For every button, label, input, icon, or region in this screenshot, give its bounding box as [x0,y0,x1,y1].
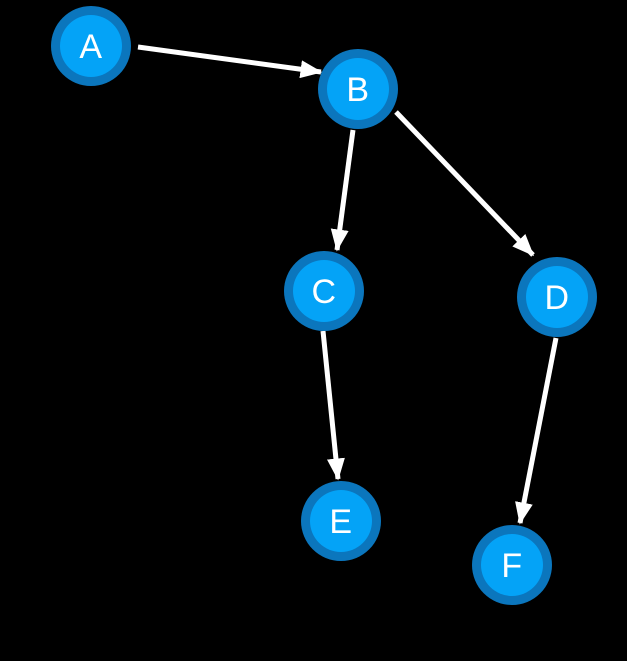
node-e[interactable]: E [301,481,381,561]
node-b-core [327,58,389,120]
node-c-label: C [311,273,336,311]
node-d-label: D [544,279,569,317]
node-d[interactable]: D [517,257,597,337]
node-layer: A B C D E [51,6,597,605]
node-f-core [481,534,543,596]
node-f[interactable]: F [472,525,552,605]
node-a[interactable]: A [51,6,131,86]
node-a-core [60,15,122,77]
edge-d-to-f[interactable] [515,337,559,525]
node-b[interactable]: B [318,49,398,129]
node-a-label: A [79,28,102,66]
edge-a-to-b[interactable] [137,44,323,79]
node-e-label: E [329,503,352,541]
node-d-core [526,266,588,328]
edge-b-to-c[interactable] [330,129,356,252]
node-e-core [310,490,372,552]
edge-c-to-e[interactable] [320,330,345,481]
node-c[interactable]: C [284,251,364,331]
node-b-label: B [346,71,369,109]
node-c-core [293,260,355,322]
edge-b-to-d[interactable] [394,110,535,257]
node-f-label: F [501,547,522,585]
edge-layer [137,44,559,525]
